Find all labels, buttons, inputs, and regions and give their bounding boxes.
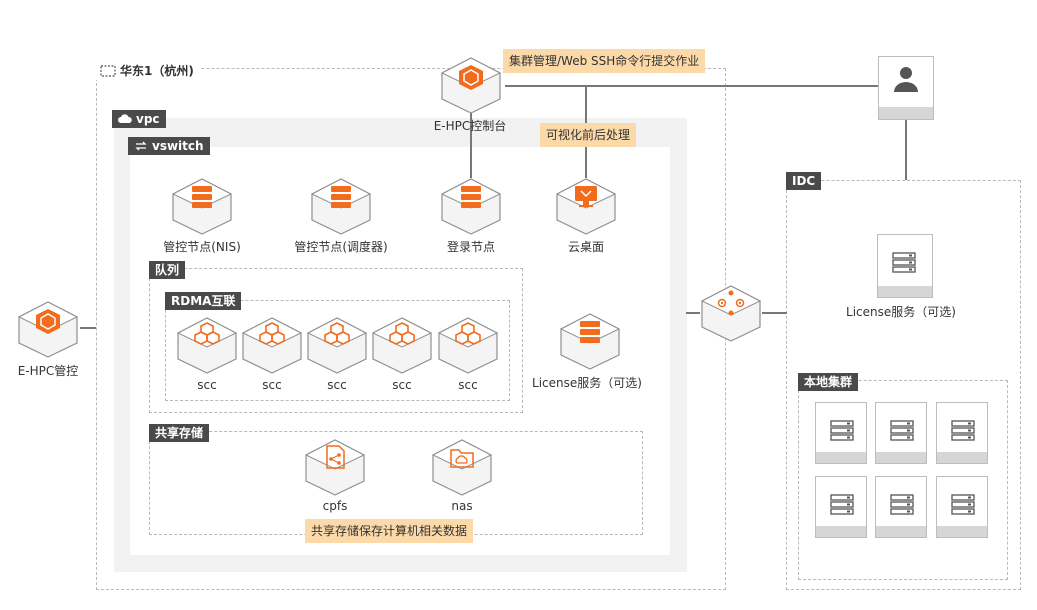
vpc-label: vpc [136, 112, 160, 126]
local-cluster-tag: 本地集群 [798, 373, 859, 391]
shared-storage-label: 共享存储 [155, 426, 204, 440]
license-cloud-label: License服务（可选) [532, 376, 642, 390]
server-base [876, 526, 926, 537]
queue-tag: 队列 [149, 261, 186, 279]
local-server-4[interactable] [815, 476, 867, 538]
local-server-3[interactable] [936, 402, 988, 464]
switch-icon [135, 141, 147, 151]
region-label: 华东1（杭州) [120, 64, 194, 78]
idc-label: IDC [792, 174, 816, 188]
cloud-icon [118, 114, 132, 123]
scc-cluster-icon[interactable] [367, 315, 437, 375]
user-icon [894, 67, 918, 92]
mgmt-sched-label: 管控节点(调度器) [294, 240, 388, 254]
cpfs-share-icon[interactable] [300, 437, 370, 497]
nas-label: nas [451, 499, 473, 513]
mgmt-nis-label: 管控节点(NIS) [163, 240, 241, 254]
local-server-6[interactable] [936, 476, 988, 538]
local-cluster-zone [798, 380, 1008, 580]
scc-label-1: scc [197, 378, 217, 392]
server-base [876, 452, 926, 463]
network-gateway-icon[interactable] [696, 283, 766, 343]
user-node[interactable] [878, 56, 934, 120]
vswitch-tag: vswitch [128, 137, 210, 155]
nas-folder-icon[interactable] [427, 437, 497, 497]
vswitch-label: vswitch [152, 139, 204, 153]
queue-label: 队列 [155, 263, 180, 277]
local-cluster-label: 本地集群 [804, 375, 853, 389]
idc-tag: IDC [786, 172, 822, 190]
vpn-left-line [686, 312, 700, 314]
ehpc-cube-icon[interactable] [436, 55, 506, 115]
vpn-right-line [762, 312, 787, 314]
scc-cluster-icon[interactable] [433, 315, 503, 375]
local-server-1[interactable] [815, 402, 867, 464]
server-stack-icon[interactable] [436, 176, 506, 236]
console-label: E-HPC控制台 [433, 119, 507, 133]
region-tag: 华东1（杭州) [94, 62, 200, 80]
server-icon [890, 420, 914, 441]
storage-note: 共享存储保存计算机相关数据 [305, 519, 474, 543]
scc-label-2: scc [262, 378, 282, 392]
scc-label-4: scc [392, 378, 412, 392]
server-base [816, 452, 866, 463]
ehpc-mgmt-icon[interactable] [13, 299, 83, 359]
license-idc-label: License服务（可选) [846, 305, 956, 319]
license-idc-base [878, 286, 932, 297]
rdma-tag: RDMA互联 [165, 292, 242, 310]
server-icon [951, 420, 975, 441]
console-user-line [505, 85, 878, 87]
idc-zone [786, 180, 1021, 590]
server-stack-icon[interactable] [306, 176, 376, 236]
server-base [937, 452, 987, 463]
scc-cluster-icon[interactable] [302, 315, 372, 375]
server-icon [892, 252, 916, 273]
scc-label-5: scc [458, 378, 478, 392]
login-label: 登录节点 [446, 240, 496, 254]
server-icon [951, 494, 975, 515]
visual-note: 可视化前后处理 [540, 123, 637, 147]
region-icon [100, 65, 116, 77]
server-stack-icon[interactable] [167, 176, 237, 236]
scc-cluster-icon[interactable] [172, 315, 242, 375]
cloud-desktop-label: 云桌面 [567, 240, 605, 254]
scc-label-3: scc [327, 378, 347, 392]
license-idc-server[interactable] [877, 234, 933, 298]
user-node-base [879, 107, 933, 119]
server-base [937, 526, 987, 537]
mgmt-line [80, 327, 96, 329]
server-base [816, 526, 866, 537]
server-icon [890, 494, 914, 515]
server-icon [830, 494, 854, 515]
local-server-2[interactable] [875, 402, 927, 464]
shared-storage-tag: 共享存储 [149, 424, 210, 442]
vpc-tag: vpc [112, 110, 166, 128]
monitor-icon[interactable] [551, 176, 621, 236]
submit-note: 集群管理/Web SSH命令行提交作业 [503, 49, 706, 73]
queue-zone [149, 268, 523, 413]
scc-cluster-icon[interactable] [237, 315, 307, 375]
server-icon [830, 420, 854, 441]
console-login-line [470, 112, 472, 178]
server-stack-icon[interactable] [555, 311, 625, 371]
rdma-label: RDMA互联 [171, 294, 236, 308]
rdma-zone [165, 300, 510, 401]
ehpc-mgmt-label: E-HPC管控 [17, 364, 79, 378]
local-server-5[interactable] [875, 476, 927, 538]
user-idc-line [905, 120, 907, 180]
cpfs-label: cpfs [322, 499, 348, 513]
